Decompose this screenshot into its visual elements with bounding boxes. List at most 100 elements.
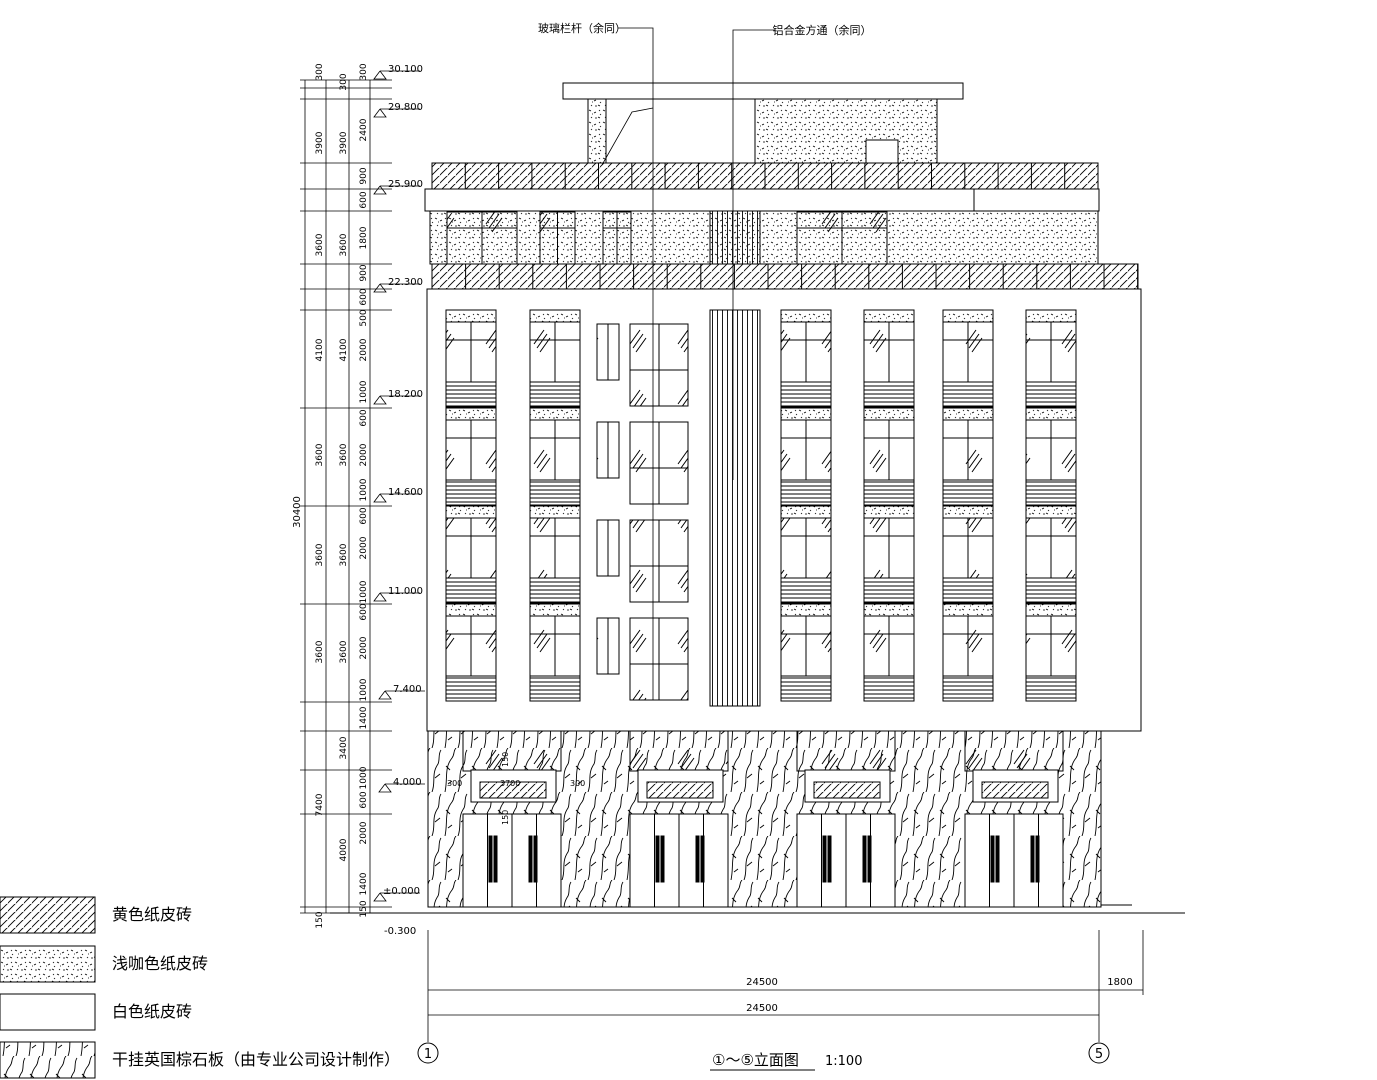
window-head-4-2 bbox=[942, 505, 994, 519]
shop-sign-logo-1 bbox=[646, 781, 714, 799]
roof-machine-room bbox=[754, 98, 938, 164]
aluminum-tube-fins bbox=[709, 309, 761, 707]
elevation-14600: 14.600 bbox=[388, 487, 423, 498]
dim-inner-23: 1400 bbox=[359, 872, 369, 895]
elevation-25900: 25.900 bbox=[388, 179, 423, 190]
shop-clerestory-0 bbox=[462, 730, 562, 772]
window-louver-0-3 bbox=[445, 675, 497, 702]
elevation-18200: 18.200 bbox=[388, 389, 423, 400]
shop-sign-logo-0 bbox=[479, 781, 547, 799]
dim-inner-19: 1400 bbox=[359, 706, 369, 729]
drawing-scale: 1:100 bbox=[825, 1054, 862, 1069]
window-head-0-3 bbox=[445, 603, 497, 617]
shop-clerestory-3 bbox=[964, 730, 1064, 772]
dim-inner-13: 600 bbox=[359, 507, 369, 524]
dim-inner-17: 2000 bbox=[359, 636, 369, 659]
window-head-0-1 bbox=[445, 407, 497, 421]
window-louver-0-1 bbox=[445, 479, 497, 506]
window-head-3-1 bbox=[863, 407, 915, 421]
legend-swatch-yellow-brick bbox=[0, 896, 96, 934]
dim-mid-6: 3600 bbox=[339, 640, 349, 663]
window-head-4-1 bbox=[942, 407, 994, 421]
dimension-lines: 3003900360041003600360036007400150300390… bbox=[300, 27, 1144, 1042]
window-louver-5-2 bbox=[1025, 577, 1077, 604]
window-louver-5-0 bbox=[1025, 381, 1077, 408]
dim-mid-3: 4100 bbox=[339, 338, 349, 361]
shop-sign-logo-2 bbox=[813, 781, 881, 799]
dim-outer-8: 150 bbox=[315, 911, 325, 928]
legend-swatch-stone-panel bbox=[0, 1041, 96, 1079]
legend-swatch-light-brown-brick bbox=[0, 945, 96, 983]
annotation-glass-railing: 玻璃栏杆（余同） bbox=[538, 21, 626, 35]
dim-outer-5: 3600 bbox=[315, 543, 325, 566]
dim-inner-1: 2400 bbox=[359, 118, 369, 141]
window-louver-3-0 bbox=[863, 381, 915, 408]
window-louver-0-0 bbox=[445, 381, 497, 408]
annotation-aluminum-tube: 铝合金方通（余同） bbox=[773, 23, 872, 37]
window-head-5-2 bbox=[1025, 505, 1077, 519]
dim-mid-8: 4000 bbox=[339, 838, 349, 861]
window-head-2-2 bbox=[780, 505, 832, 519]
window-louver-1-2 bbox=[529, 577, 581, 604]
shop-clerestory-1 bbox=[629, 730, 729, 772]
window-head-1-0 bbox=[529, 309, 581, 323]
dim-inner-4: 1800 bbox=[359, 226, 369, 249]
window-head-0-0 bbox=[445, 309, 497, 323]
window-head-3-3 bbox=[863, 603, 915, 617]
window-louver-5-1 bbox=[1025, 479, 1077, 506]
elevation-11000: 11.000 bbox=[388, 586, 423, 597]
elevation-4000: 4.000 bbox=[393, 777, 422, 788]
dim-inner-9: 1000 bbox=[359, 380, 369, 403]
dim-inner-10: 600 bbox=[359, 409, 369, 426]
window-louver-2-3 bbox=[780, 675, 832, 702]
dim-outer-2: 3600 bbox=[315, 233, 325, 256]
dim-inner-16: 600 bbox=[359, 603, 369, 620]
elevation-30100: 30.100 bbox=[388, 64, 423, 75]
window-louver-3-2 bbox=[863, 577, 915, 604]
dim-inner-6: 600 bbox=[359, 288, 369, 305]
dim-extension: 1800 bbox=[1107, 977, 1132, 988]
leader-glass-railing bbox=[618, 27, 654, 700]
dim-mid-1: 3900 bbox=[339, 131, 349, 154]
svg-text:5: 5 bbox=[1095, 1047, 1103, 1062]
dim-inner-0: 300 bbox=[359, 63, 369, 80]
drawing-title: ①～⑤立面图 1:100 bbox=[710, 1051, 862, 1071]
grid-axis-1: 1 bbox=[417, 1042, 439, 1064]
window-louver-3-3 bbox=[863, 675, 915, 702]
window-head-5-0 bbox=[1025, 309, 1077, 323]
dim-inner-21: 600 bbox=[359, 791, 369, 808]
dim-inner-24: 150 bbox=[359, 900, 369, 917]
legend-label-light-brown-brick: 浅咖色纸皮砖 bbox=[112, 954, 208, 973]
elevation-0000: ±0.000 bbox=[383, 886, 420, 897]
dim-inner-15: 1000 bbox=[359, 580, 369, 603]
elevation-29800: 29.800 bbox=[388, 102, 423, 113]
total-height-dim: 30400 bbox=[292, 496, 303, 528]
window-louver-4-1 bbox=[942, 479, 994, 506]
window-louver-4-0 bbox=[942, 381, 994, 408]
grid-axis-5: 5 bbox=[1088, 1042, 1110, 1064]
elevation-22300: 22.300 bbox=[388, 277, 423, 288]
dim-inner-18: 1000 bbox=[359, 678, 369, 701]
window-head-3-0 bbox=[863, 309, 915, 323]
shop-clerestory-2 bbox=[796, 730, 896, 772]
window-head-5-3 bbox=[1025, 603, 1077, 617]
legend-label-white-brick: 白色纸皮砖 bbox=[112, 1002, 192, 1021]
shop-sign-logo-3 bbox=[981, 781, 1049, 799]
window-louver-5-3 bbox=[1025, 675, 1077, 702]
dim-inner-7: 500 bbox=[359, 309, 369, 326]
legend: 黄色纸皮砖 浅咖色纸皮砖 白色纸皮砖 干挂英国棕石板（由专业公司设计制作） bbox=[0, 896, 400, 1079]
window-head-3-2 bbox=[863, 505, 915, 519]
dim-inner-5: 900 bbox=[359, 264, 369, 281]
window-head-4-3 bbox=[942, 603, 994, 617]
window-louver-2-2 bbox=[780, 577, 832, 604]
dim-overall-2: 24500 bbox=[746, 1003, 778, 1014]
svg-text:玻璃栏杆（余同）: 玻璃栏杆（余同） bbox=[538, 21, 626, 35]
dim-inner-20: 1000 bbox=[359, 766, 369, 789]
window-head-2-3 bbox=[780, 603, 832, 617]
svg-text:①～⑤立面图: ①～⑤立面图 bbox=[712, 1051, 799, 1069]
svg-text:1: 1 bbox=[424, 1047, 432, 1062]
window-head-2-1 bbox=[780, 407, 832, 421]
dim-outer-6: 3600 bbox=[315, 640, 325, 663]
svg-text:300: 300 bbox=[447, 779, 462, 788]
